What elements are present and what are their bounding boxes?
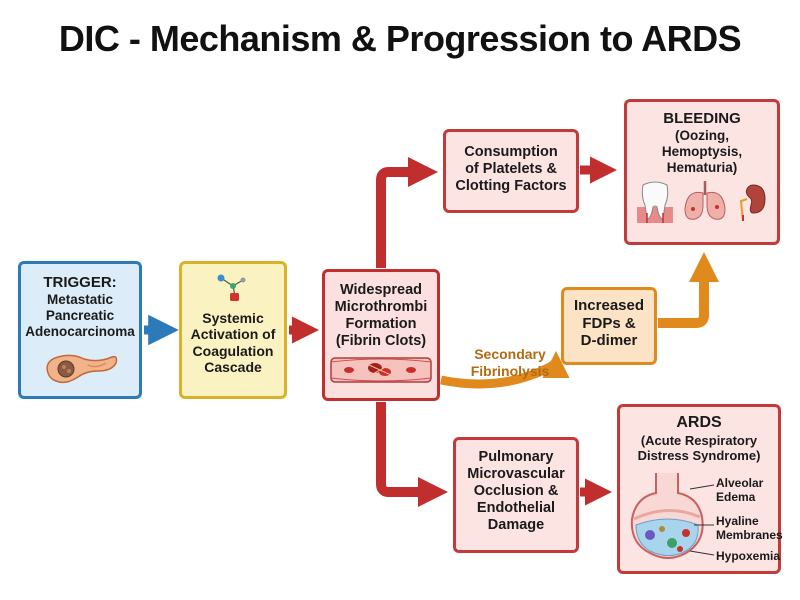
micro-line: (Fibrin Clots) xyxy=(335,333,427,350)
arrow-fdp-to-bleeding xyxy=(658,252,719,328)
molecule-icon xyxy=(217,274,246,301)
bleeding-box: BLEEDING (Oozing, Hemoptysis, Hematuria) xyxy=(624,99,780,245)
cascade-line: Cascade xyxy=(204,359,262,376)
pulmonary-line: Endothelial xyxy=(476,500,556,517)
bleeding-heading: BLEEDING xyxy=(663,110,741,127)
bleeding-line: Hemoptysis, xyxy=(661,143,743,159)
pulmonary-line: Occlusion & xyxy=(473,483,559,500)
coagulation-cascade-box: Systemic Activation of Coagulation Casca… xyxy=(179,261,287,399)
pulmonary-line: Microvascular xyxy=(467,466,565,483)
ards-box: ARDS (Acute Respiratory Distress Syndrom… xyxy=(617,404,783,574)
hypoxemia-label: Hypoxemia xyxy=(716,549,781,563)
fdp-ddimer-box: Increased FDPs & D-dimer xyxy=(561,287,657,365)
cascade-line: Systemic xyxy=(202,309,264,326)
micro-line: Formation xyxy=(345,316,417,333)
pulmonary-line: Pulmonary xyxy=(478,449,554,465)
fdp-line: FDPs & xyxy=(582,314,636,332)
consumption-line: Consumption xyxy=(464,144,558,160)
consumption-line: of Platelets & xyxy=(465,161,557,178)
fdp-line: Increased xyxy=(573,297,645,314)
pulmonary-line: Damage xyxy=(487,517,545,534)
trigger-box: TRIGGER: Metastatic Pancreatic Adenocarc… xyxy=(18,261,142,399)
fibrinolysis-label-line: Fibrinolysis xyxy=(470,362,550,379)
ards-label-text: Hyaline xyxy=(716,514,759,528)
alveolar-edema-label: Alveolar Edema xyxy=(716,476,764,505)
arrow-fibrinolysis-to-fdp xyxy=(440,351,570,389)
hyaline-membranes-label: Hyaline Membranes xyxy=(716,514,783,543)
ards-line: Distress Syndrome) xyxy=(637,448,761,464)
micro-line: Widespread xyxy=(339,282,423,298)
diagram-title: DIC - Mechanism & Progression to ARDS xyxy=(58,18,742,59)
tooth-icon xyxy=(637,181,673,224)
kidney-icon xyxy=(739,184,766,222)
cascade-line: Coagulation xyxy=(192,342,274,359)
ards-label-text: Alveolar xyxy=(716,476,764,490)
microthrombi-box: Widespread Microthrombi Formation (Fibri… xyxy=(322,269,440,401)
ards-label-text: Membranes xyxy=(716,527,783,542)
ards-heading: ARDS xyxy=(676,414,722,431)
consumption-line: Clotting Factors xyxy=(455,178,567,195)
alveolus-icon xyxy=(630,473,704,559)
fdp-line: D-dimer xyxy=(580,332,638,350)
fibrinolysis-label: Secondary Fibrinolysis xyxy=(462,346,558,380)
arrow-microthrombi-to-pulmonary xyxy=(376,402,448,507)
blood-vessel-clot-icon xyxy=(330,357,432,384)
consumption-box: Consumption of Platelets & Clotting Fact… xyxy=(443,129,579,213)
micro-line: Microthrombi xyxy=(334,299,428,316)
ards-line: (Acute Respiratory xyxy=(640,432,758,448)
arrow-microthrombi-to-consumption xyxy=(376,157,438,268)
trigger-line: Metastatic xyxy=(46,291,114,307)
pancreas-icon xyxy=(46,355,118,384)
bleeding-line: (Oozing, xyxy=(675,127,729,143)
bleeding-line: Hematuria) xyxy=(666,159,738,175)
lungs-icon xyxy=(684,181,726,221)
ards-label-text: Edema xyxy=(716,489,756,504)
pulmonary-occlusion-box: Pulmonary Microvascular Occlusion & Endo… xyxy=(453,437,579,553)
trigger-line: Adenocarcinoma xyxy=(25,323,135,339)
fibrinolysis-label-line: Secondary xyxy=(474,346,546,362)
ards-leader-lines xyxy=(689,484,715,556)
cascade-line: Activation of xyxy=(190,326,276,343)
trigger-line: Pancreatic xyxy=(45,307,115,323)
trigger-heading: TRIGGER: xyxy=(43,274,117,291)
